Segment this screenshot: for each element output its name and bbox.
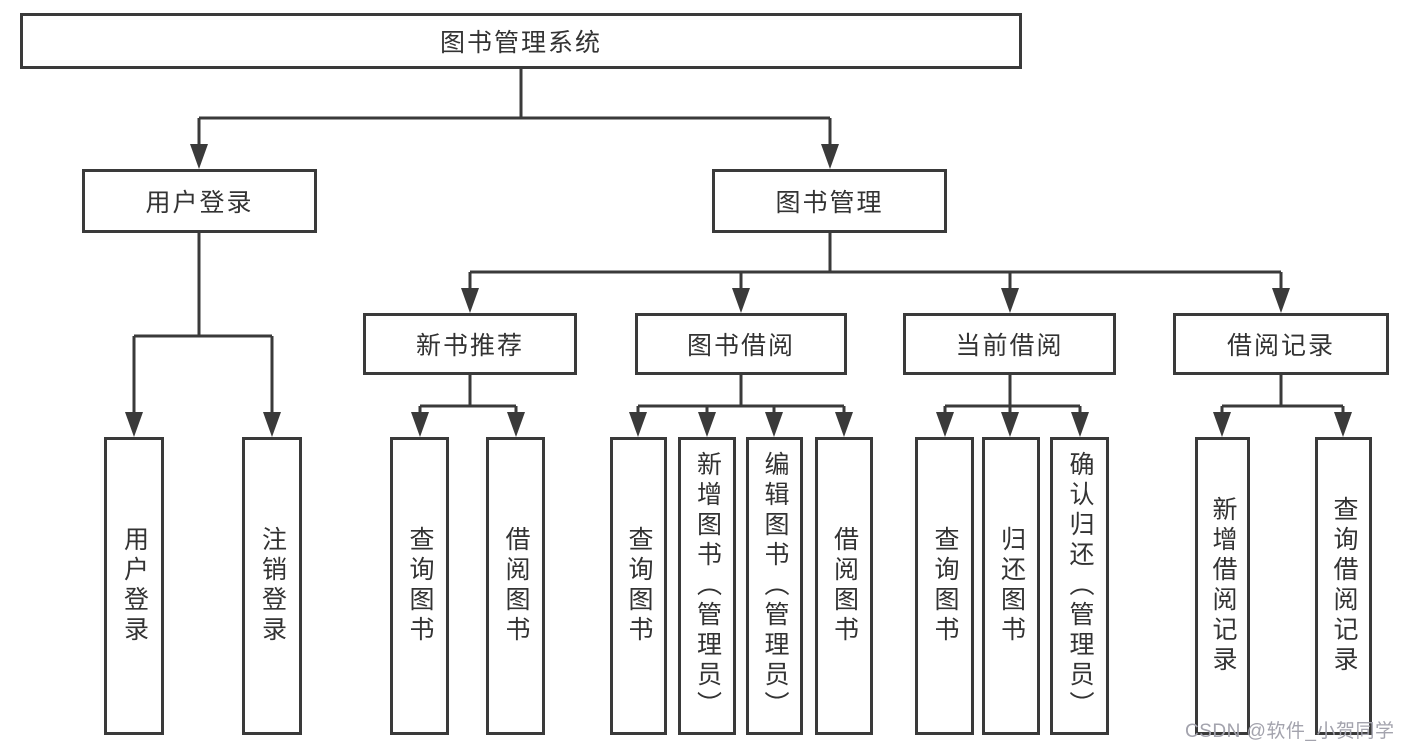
node-label: 编辑图书（管理员）: [761, 451, 789, 721]
node-label: 查询图书: [625, 526, 653, 646]
leaf-borrow-books: 借阅图书: [815, 437, 873, 735]
node-label: 图书借阅: [686, 332, 795, 360]
leaf-edit-books-admin: 编辑图书（管理员）: [746, 437, 803, 735]
node-label: 图书管理: [775, 189, 884, 217]
node-label: 借阅图书: [502, 526, 530, 646]
node-label: 新增借阅记录: [1209, 496, 1237, 676]
node-label: 查询借阅记录: [1330, 496, 1358, 676]
node-label: 用户登录: [145, 189, 254, 217]
node-label: 确认归还（管理员）: [1066, 451, 1094, 721]
node-label: 当前借阅: [955, 332, 1064, 360]
node-book-borrowing: 图书借阅: [635, 313, 847, 375]
leaf-logout: 注销登录: [242, 437, 302, 735]
leaf-query-books: 查询图书: [610, 437, 667, 735]
node-label: 图书管理系统: [439, 29, 602, 57]
csdn-watermark: CSDN @软件_小贺同学: [1185, 721, 1395, 742]
node-label: 新书推荐: [415, 332, 524, 360]
leaf-user-login: 用户登录: [104, 437, 164, 735]
node-label: 查询图书: [931, 526, 959, 646]
node-label: 注销登录: [258, 526, 287, 646]
node-label: 用户登录: [120, 526, 149, 646]
leaf-query-borrow-record: 查询借阅记录: [1315, 437, 1372, 735]
node-book-management: 图书管理: [712, 169, 947, 233]
node-borrowing-records: 借阅记录: [1173, 313, 1389, 375]
node-label: 借阅记录: [1226, 332, 1335, 360]
node-system-root: 图书管理系统: [20, 13, 1022, 69]
node-user-login: 用户登录: [82, 169, 317, 233]
leaf-query-books: 查询图书: [915, 437, 974, 735]
leaf-add-books-admin: 新增图书（管理员）: [678, 437, 736, 735]
leaf-return-books: 归还图书: [982, 437, 1040, 735]
node-current-borrowing: 当前借阅: [903, 313, 1116, 375]
node-label: 新增图书（管理员）: [693, 451, 722, 721]
node-label: 借阅图书: [830, 526, 859, 646]
leaf-confirm-return-admin: 确认归还（管理员）: [1050, 437, 1109, 735]
node-label: 归还图书: [997, 526, 1026, 646]
node-new-book-recommendation: 新书推荐: [363, 313, 577, 375]
node-label: 查询图书: [406, 526, 434, 646]
leaf-add-borrow-record: 新增借阅记录: [1195, 437, 1250, 735]
arrowheads: [125, 144, 1352, 437]
leaf-borrow-books: 借阅图书: [486, 437, 545, 735]
leaf-query-books: 查询图书: [390, 437, 449, 735]
